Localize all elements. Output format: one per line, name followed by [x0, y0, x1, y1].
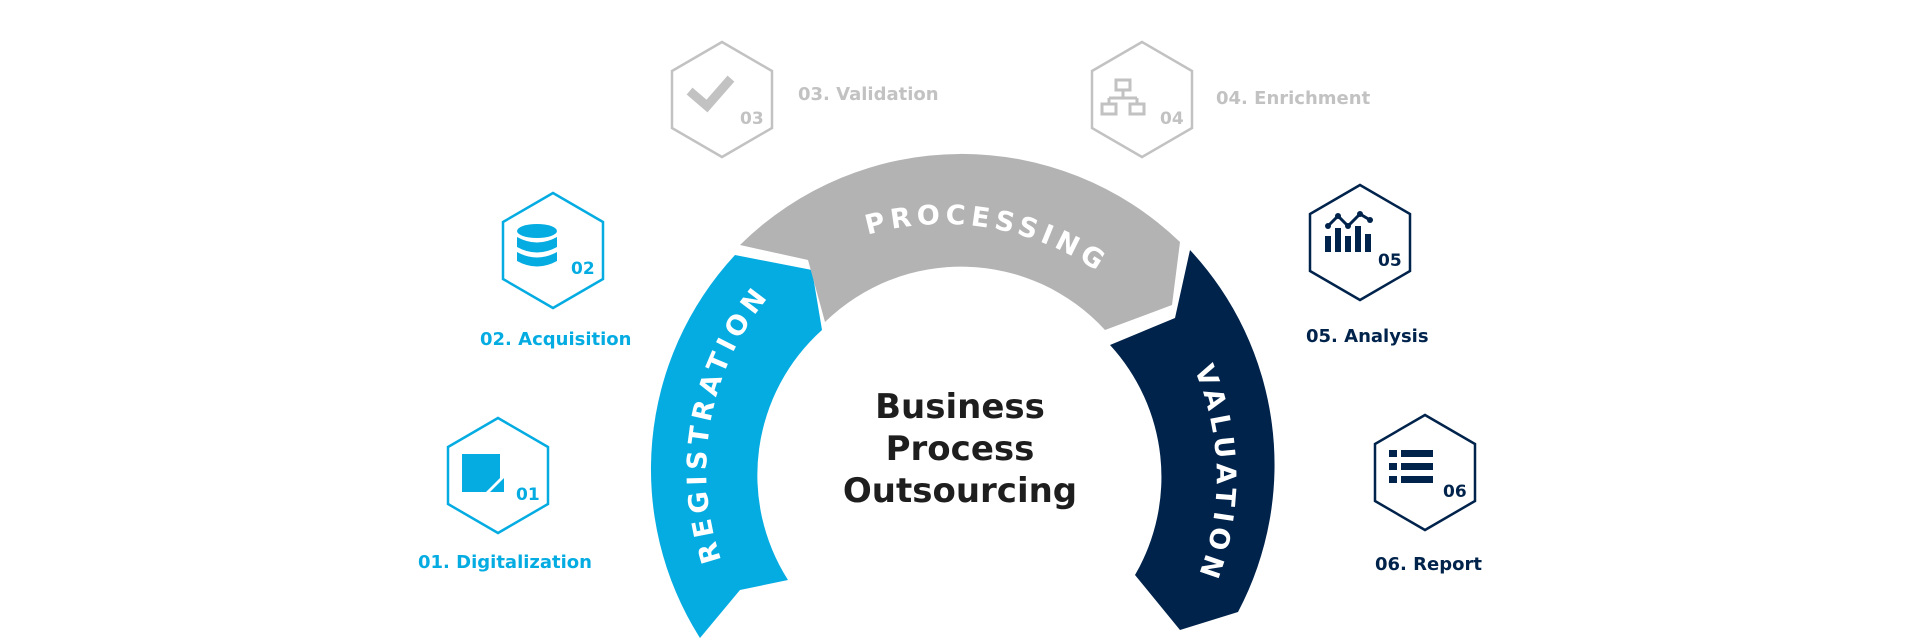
step-06-number: 06 — [1443, 482, 1467, 502]
database-icon — [517, 224, 557, 267]
step-01-number: 01 — [516, 485, 540, 505]
step-04-number: 04 — [1160, 109, 1184, 129]
step-05-number: 05 — [1378, 251, 1402, 271]
step-06: 06 06. Report — [1373, 413, 1482, 575]
step-06-label: 06. Report — [1375, 554, 1482, 575]
step-04-label: 04. Enrichment — [1216, 88, 1371, 109]
checkmark-icon — [686, 75, 735, 113]
step-02: 02 02. Acquisition — [480, 191, 631, 350]
step-01-label: 01. Digitalization — [418, 552, 592, 573]
center-title-line-1: Business — [875, 387, 1045, 427]
processing-segment — [740, 153, 1180, 330]
registration-segment — [650, 255, 822, 638]
step-03: 03 03. Validation — [670, 40, 939, 159]
step-01: 01 01. Digitalization — [418, 416, 592, 573]
center-title-line-3: Outsourcing — [843, 471, 1077, 511]
network-icon — [1100, 78, 1146, 116]
step-04: 04 04. Enrichment — [1090, 40, 1371, 159]
step-05-label: 05. Analysis — [1306, 326, 1429, 347]
step-06-hexagon — [1373, 413, 1477, 532]
step-03-hexagon — [670, 40, 774, 159]
step-05: 05 05. Analysis — [1306, 183, 1429, 347]
step-04-hexagon — [1090, 40, 1194, 159]
step-02-number: 02 — [571, 259, 595, 279]
chart-icon — [1325, 211, 1373, 252]
center-title-line-2: Process — [886, 429, 1035, 469]
sticky-note-icon — [462, 454, 504, 492]
evaluation-segment — [1110, 250, 1275, 630]
step-03-label: 03. Validation — [798, 84, 939, 105]
step-02-hexagon — [501, 191, 605, 310]
step-02-label: 02. Acquisition — [480, 329, 631, 350]
step-03-number: 03 — [740, 109, 764, 129]
list-icon — [1389, 450, 1433, 483]
